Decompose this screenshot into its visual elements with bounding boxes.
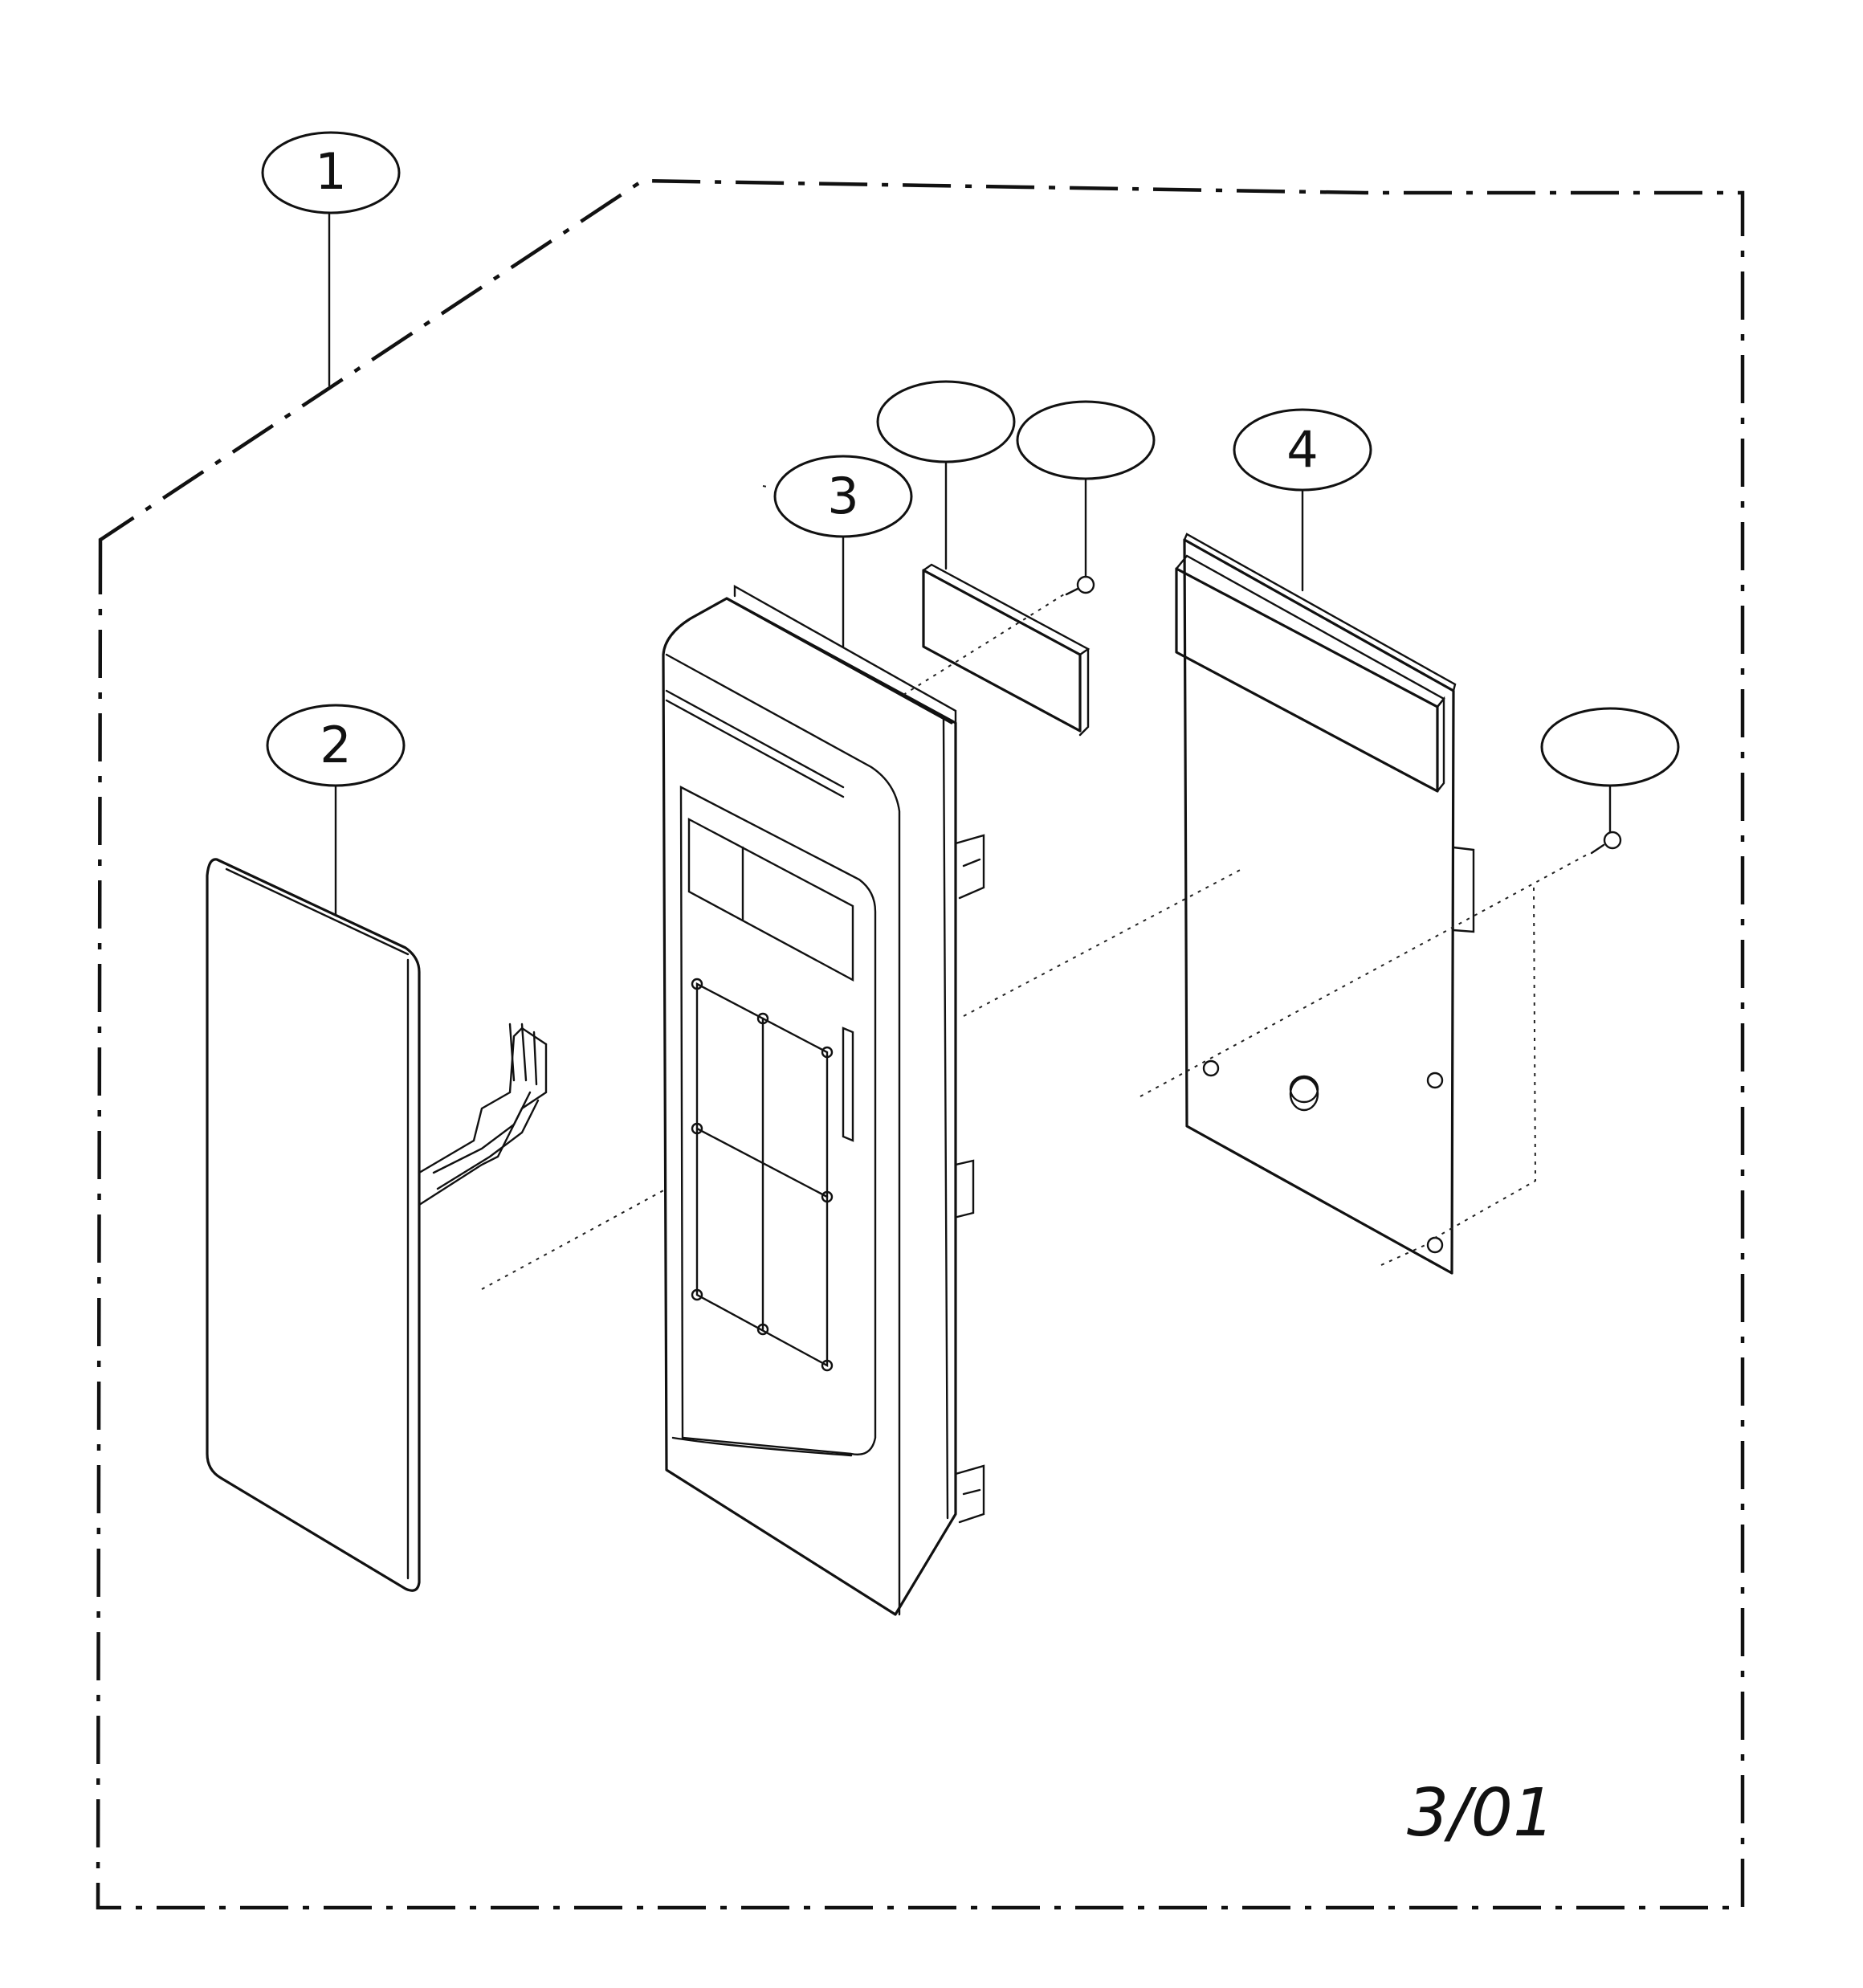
screw-small-right [1590,831,1622,855]
callout-2: 2 [266,704,406,787]
callout-1: 1 [261,131,401,214]
callout-4-label: 4 [1286,420,1318,479]
screw-small-upper [1065,575,1095,596]
leader-lines [328,209,1612,916]
part-3-control-panel [662,584,985,1616]
callout-4: 4 [1233,408,1372,492]
assembly-guide-lines [481,485,1591,1290]
assembly-boundary [96,178,1745,1910]
display-window-plate [922,563,1090,737]
callout-1-label: 1 [315,142,346,201]
date-code: 3/01 [1407,1775,1555,1851]
part-4-pcb [1175,533,1475,1275]
callout-2-label: 2 [320,716,351,774]
callout-7 [1540,707,1680,787]
part-2-membrane-switch [206,858,548,1592]
callout-6 [1016,400,1156,480]
keypad-grid [691,978,834,1372]
callout-3-label: 3 [827,467,858,525]
callout-3: 3 [773,455,913,538]
callout-5 [876,380,1016,463]
